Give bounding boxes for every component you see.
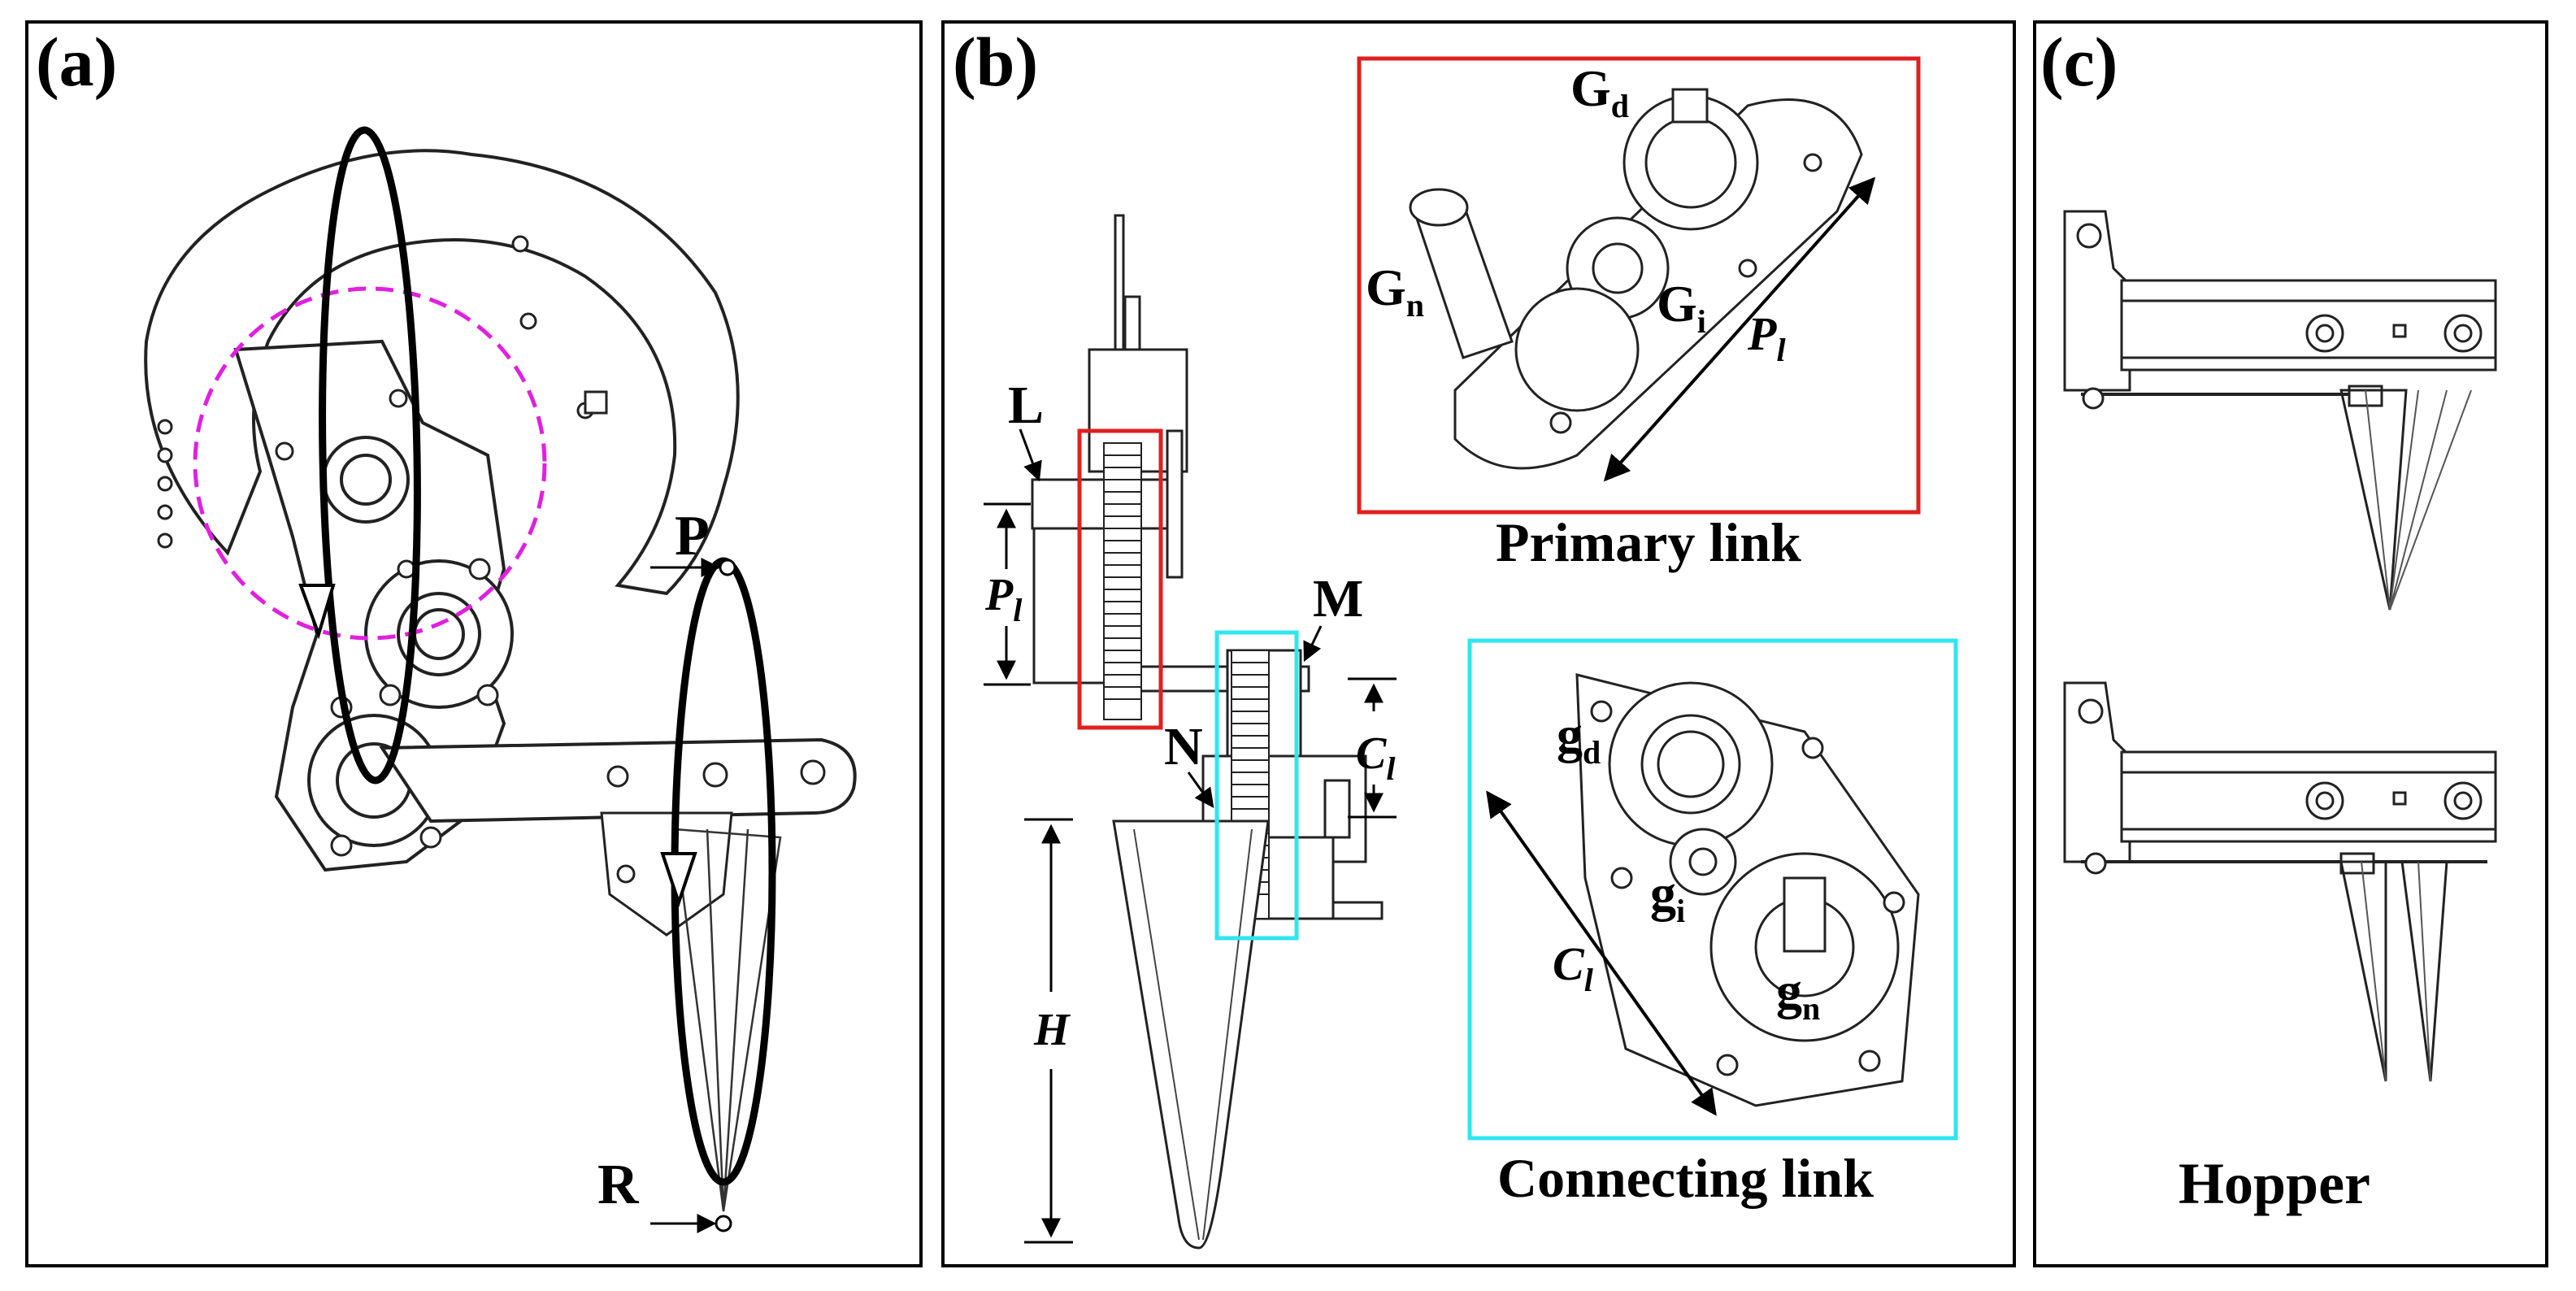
direction-arrow-upper [298, 584, 336, 640]
primary-link-title: Primary link [1496, 511, 1801, 573]
panel-b: (b) L [941, 20, 2016, 1267]
direction-arrow-lower [660, 852, 697, 908]
primary-gi-label: Gi [1657, 275, 1706, 340]
connecting-cl-label: Cl [1553, 937, 1594, 998]
panel-b-tag: (b) [953, 23, 1038, 101]
guard-plate [144, 149, 740, 596]
dibbler-blade [600, 811, 733, 937]
connecting-gn-label: gn [1776, 962, 1820, 1027]
dimension-H [1024, 818, 1073, 1244]
connecting-cl-arrow [1486, 790, 1717, 1116]
connecting-link-inset: gd gi gn Cl Connecting link [1467, 638, 1958, 1209]
dibbler-tip [673, 828, 782, 1212]
panel-c-tag: (c) [2040, 23, 2118, 101]
label-Pl: Pl [984, 570, 1023, 628]
connecting-link-title: Connecting link [1497, 1147, 1874, 1209]
primary-gear-stack [1103, 442, 1142, 720]
connecting-gi-label: gi [1650, 864, 1685, 929]
guard-holes [157, 235, 608, 549]
side-view-blade [1112, 819, 1270, 1250]
dimension-Pl [984, 502, 1031, 686]
rotation-path-circle [193, 286, 547, 641]
hopper-open-view [2063, 681, 2497, 1082]
primary-pl-label: Pl [1747, 307, 1786, 368]
panel-c-frame [2033, 20, 2548, 1267]
primary-link-highlight [1077, 428, 1163, 730]
point-p-label: P [675, 505, 710, 567]
point-r-marker [715, 1215, 732, 1232]
dimension-Cl [1348, 677, 1397, 819]
trajectory-ellipse-upper [319, 126, 421, 785]
connecting-link-highlight [1214, 630, 1299, 941]
label-H: H [1033, 1005, 1071, 1055]
connecting-gd-label: gd [1557, 706, 1601, 771]
label-L: L [1008, 376, 1044, 435]
primary-gd-label: Gd [1570, 59, 1629, 124]
panel-a: (a) [25, 20, 923, 1267]
panel-c: (c) [2033, 20, 2548, 1267]
label-N: N [1164, 717, 1203, 776]
point-r-label: R [597, 1154, 640, 1216]
panel-c-title: Hopper [2179, 1151, 2370, 1216]
primary-pl-arrow [1603, 176, 1876, 482]
point-p-marker [719, 559, 736, 576]
primary-link-inset: Gd Gn Gi Pl Primary link [1357, 56, 1921, 573]
label-M: M [1313, 569, 1363, 628]
primary-gn-label: Gn [1366, 259, 1424, 324]
arm-holes [606, 759, 826, 788]
label-Cl: Cl [1356, 728, 1396, 787]
hopper-closed-view [2063, 210, 2497, 611]
panel-a-tag: (a) [36, 23, 117, 101]
